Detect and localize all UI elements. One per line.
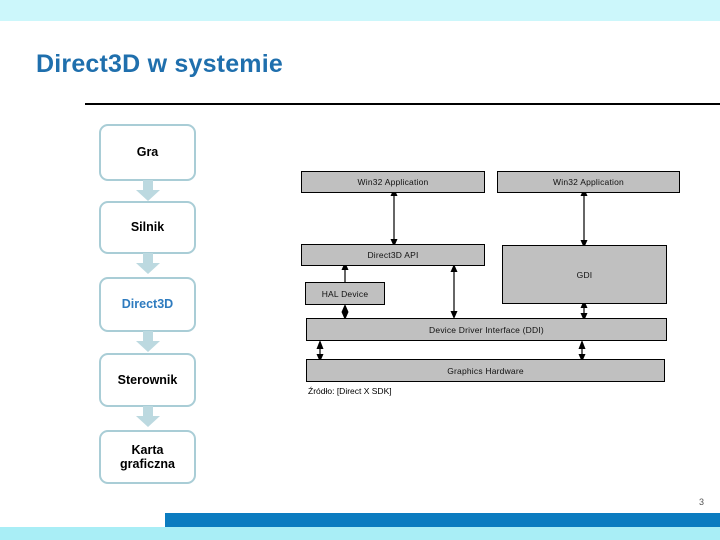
flow-box-label: Karta graficzna <box>120 442 175 471</box>
diagram-box-ddi: Device Driver Interface (DDI) <box>306 318 667 341</box>
diagram-box-label: Direct3D API <box>367 250 419 260</box>
flow-box-karta-graficzna: Karta graficzna <box>99 430 196 484</box>
title-divider-rule <box>85 103 720 105</box>
flow-box-silnik: Silnik <box>99 201 196 254</box>
flow-box-label: Sterownik <box>117 372 178 387</box>
page-number: 3 <box>698 497 704 507</box>
diagram-box-win32-app-right: Win32 Application <box>497 171 680 193</box>
diagram-box-label: GDI <box>576 269 593 280</box>
flow-box-label: Direct3D <box>121 297 174 312</box>
bottom-decoration-cyan-bar <box>0 527 720 540</box>
diagram-box-label: Win32 Application <box>553 177 624 187</box>
diagram-box-label: Graphics Hardware <box>447 365 524 376</box>
flow-arrow-down-2 <box>135 253 161 275</box>
bottom-decoration-blue-bar <box>165 513 720 527</box>
directx-architecture-diagram: Win32 Application Win32 Application Dire… <box>290 160 690 400</box>
flow-box-label: Gra <box>136 145 159 160</box>
diagram-box-label: Win32 Application <box>357 177 429 187</box>
page-title: Direct3D w systemie <box>36 50 283 78</box>
flow-arrow-down-4 <box>135 406 161 428</box>
diagram-box-label: Device Driver Interface (DDI) <box>429 324 544 335</box>
top-decoration-band <box>0 0 720 21</box>
diagram-source-caption: Źródło: [Direct X SDK] <box>308 386 392 396</box>
flow-box-gra: Gra <box>99 124 196 181</box>
diagram-box-graphics-hardware: Graphics Hardware <box>306 359 665 382</box>
diagram-box-label: HAL Device <box>321 288 369 299</box>
diagram-box-win32-app-left: Win32 Application <box>301 171 485 193</box>
diagram-box-hal-device: HAL Device <box>305 282 385 305</box>
flow-box-sterownik: Sterownik <box>99 353 196 407</box>
diagram-box-gdi: GDI <box>502 245 667 304</box>
diagram-box-direct3d-api: Direct3D API <box>301 244 485 266</box>
flow-arrow-down-1 <box>135 180 161 202</box>
flow-box-direct3d: Direct3D <box>99 277 196 332</box>
flow-box-label: Silnik <box>130 220 165 235</box>
flow-arrow-down-3 <box>135 331 161 353</box>
